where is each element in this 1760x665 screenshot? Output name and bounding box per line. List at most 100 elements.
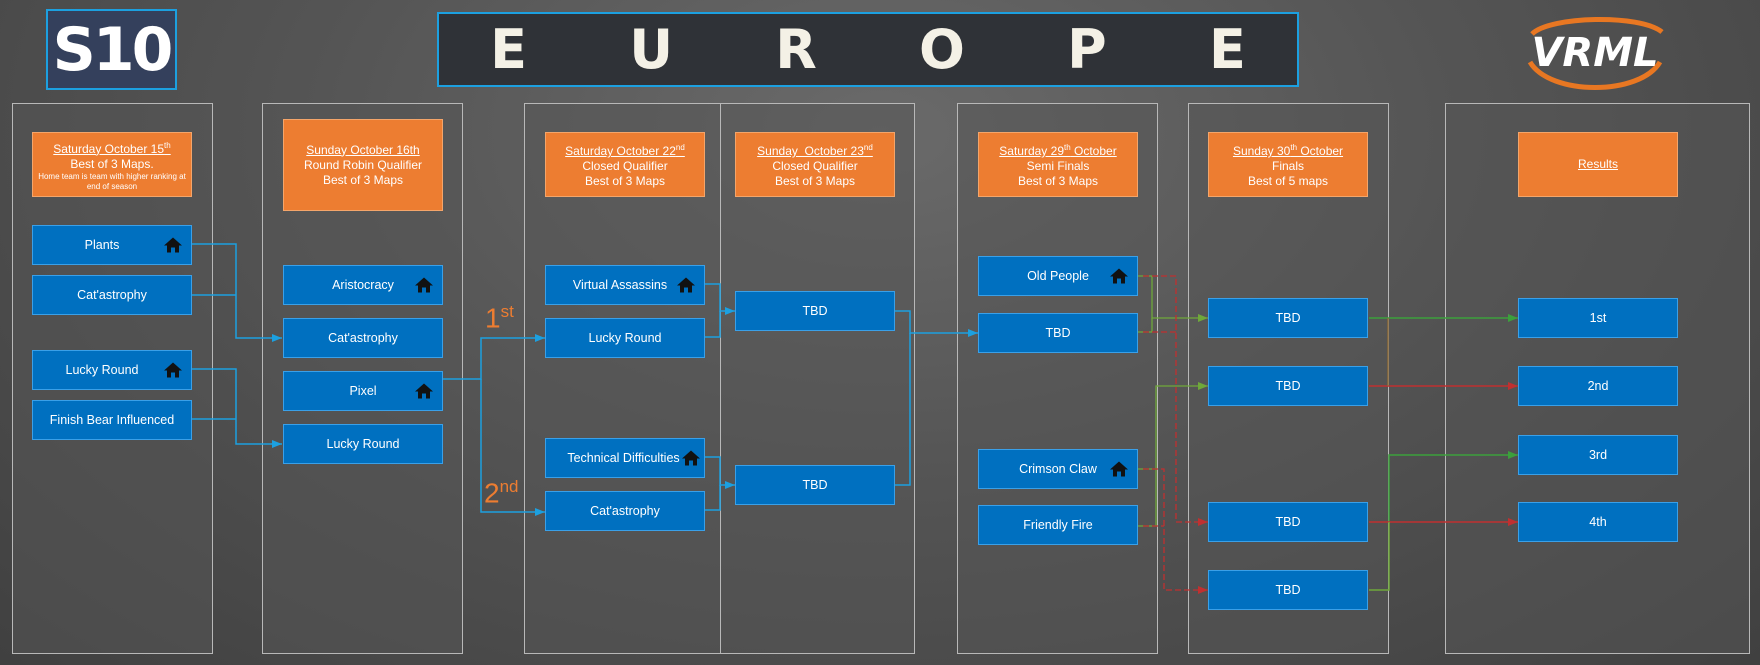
team-box[interactable]: Lucky Round — [32, 350, 192, 390]
team-box[interactable]: Lucky Round — [545, 318, 705, 358]
region-letter: E — [1208, 18, 1246, 81]
team-name: Plants — [84, 238, 120, 252]
team-name: Cat'astrophy — [77, 288, 147, 302]
team-name: Old People — [1027, 269, 1089, 283]
header-format: Best of 3 Maps — [322, 172, 404, 187]
team-box[interactable]: Pixel — [283, 371, 443, 411]
team-box[interactable]: Cat'astrophy — [32, 275, 192, 315]
team-name: Cat'astrophy — [328, 331, 398, 345]
home-icon — [677, 277, 695, 293]
connector — [442, 337, 545, 380]
seed-second-label: 2nd — [484, 477, 519, 509]
header-format: Best of 3 Maps — [584, 174, 666, 188]
header-format: Best of 3 Maps — [774, 174, 856, 188]
team-box[interactable]: TBD — [978, 313, 1138, 353]
team-name: Lucky Round — [65, 363, 139, 377]
header-format: Best of 3 Maps. — [70, 156, 154, 171]
connector — [1388, 454, 1518, 522]
header-date: Saturday October 22nd — [565, 143, 685, 158]
home-icon — [415, 277, 433, 293]
header-date: Results — [1577, 157, 1618, 171]
team-name: Friendly Fire — [1023, 518, 1093, 532]
header-day4: Sunday October 23nd Closed Qualifier Bes… — [735, 132, 895, 197]
team-name: Virtual Assassins — [572, 278, 668, 292]
header-note: Home team is team with higher ranking at — [38, 171, 186, 181]
team-name: TBD — [802, 304, 828, 318]
team-box[interactable]: Aristocracy — [283, 265, 443, 305]
region-letter: U — [629, 18, 674, 81]
team-box[interactable]: Virtual Assassins — [545, 265, 705, 305]
home-icon — [1110, 268, 1128, 284]
team-box[interactable]: TBD — [735, 465, 895, 505]
header-date: Saturday October 15th — [53, 140, 171, 156]
connector — [1138, 385, 1208, 527]
header-stage: Round Robin Qualifier — [303, 157, 423, 172]
team-box[interactable]: Old People — [978, 256, 1138, 296]
team-name: TBD — [1045, 326, 1071, 340]
team-box[interactable]: TBD — [1208, 366, 1368, 406]
team-box[interactable]: Lucky Round — [283, 424, 443, 464]
team-box[interactable]: Cat'astrophy — [283, 318, 443, 358]
region-letter: O — [919, 18, 965, 81]
team-name: TBD — [1275, 515, 1301, 529]
region-letter: R — [775, 18, 817, 81]
team-box[interactable]: Crimson Claw — [978, 449, 1138, 489]
header-stage: Closed Qualifier — [772, 159, 858, 173]
header-finals: Sunday 30th October Finals Best of 5 map… — [1208, 132, 1368, 197]
team-name: Technical Difficulties — [567, 451, 680, 465]
header-format: Best of 3 Maps — [1017, 174, 1099, 188]
header-date: Saturday 29th October — [999, 143, 1117, 158]
header-date: Sunday October 23nd — [757, 143, 873, 158]
team-box[interactable]: Finish Bear Influenced — [32, 400, 192, 440]
result-box[interactable]: 4th — [1518, 502, 1678, 542]
season-badge: S10 — [46, 9, 177, 90]
home-icon — [164, 237, 182, 253]
home-icon — [682, 450, 700, 466]
team-box[interactable]: Friendly Fire — [978, 505, 1138, 545]
result-place: 2nd — [1587, 379, 1609, 393]
region-letter: E — [490, 18, 527, 81]
connector — [191, 368, 282, 445]
header-date: Sunday October 16th — [306, 142, 420, 157]
result-box[interactable]: 1st — [1518, 298, 1678, 338]
team-box[interactable]: TBD — [1208, 502, 1368, 542]
connector — [704, 283, 735, 312]
header-day2: Sunday October 16th Round Robin Qualifie… — [283, 119, 443, 211]
header-day1: Saturday October 15th Best of 3 Maps. Ho… — [32, 132, 192, 197]
team-box[interactable]: Technical Difficulties — [545, 438, 705, 478]
team-box[interactable]: TBD — [735, 291, 895, 331]
team-name: Cat'astrophy — [590, 504, 660, 518]
team-name: Aristocracy — [332, 278, 394, 292]
result-box[interactable]: 3rd — [1518, 435, 1678, 475]
header-note: end of season — [86, 181, 138, 191]
home-icon — [415, 383, 433, 399]
result-place: 4th — [1589, 515, 1607, 529]
connector — [1138, 275, 1208, 319]
result-box[interactable]: 2nd — [1518, 366, 1678, 406]
connector — [894, 310, 978, 334]
logo-text: VRML — [1531, 30, 1658, 76]
connector — [480, 379, 545, 513]
connector — [1143, 275, 1208, 523]
connector — [191, 243, 282, 339]
team-name: TBD — [1275, 583, 1301, 597]
vrml-logo-swoosh: VRML — [1527, 17, 1664, 90]
team-box[interactable]: Cat'astrophy — [545, 491, 705, 531]
team-name: Crimson Claw — [1019, 462, 1097, 476]
team-name: Lucky Round — [588, 331, 662, 345]
home-icon — [1110, 461, 1128, 477]
header-stage: Semi Finals — [1026, 159, 1090, 173]
team-name: TBD — [802, 478, 828, 492]
team-name: TBD — [1275, 311, 1301, 325]
header-results: Results — [1518, 132, 1678, 197]
team-name: TBD — [1275, 379, 1301, 393]
header-semis: Saturday 29th October Semi Finals Best o… — [978, 132, 1138, 197]
result-place: 3rd — [1588, 448, 1608, 462]
region-letter: P — [1067, 18, 1107, 81]
team-box[interactable]: TBD — [1208, 570, 1368, 610]
team-name: Lucky Round — [326, 437, 400, 451]
team-box[interactable]: Plants — [32, 225, 192, 265]
header-stage: Closed Qualifier — [582, 159, 668, 173]
team-box[interactable]: TBD — [1208, 298, 1368, 338]
